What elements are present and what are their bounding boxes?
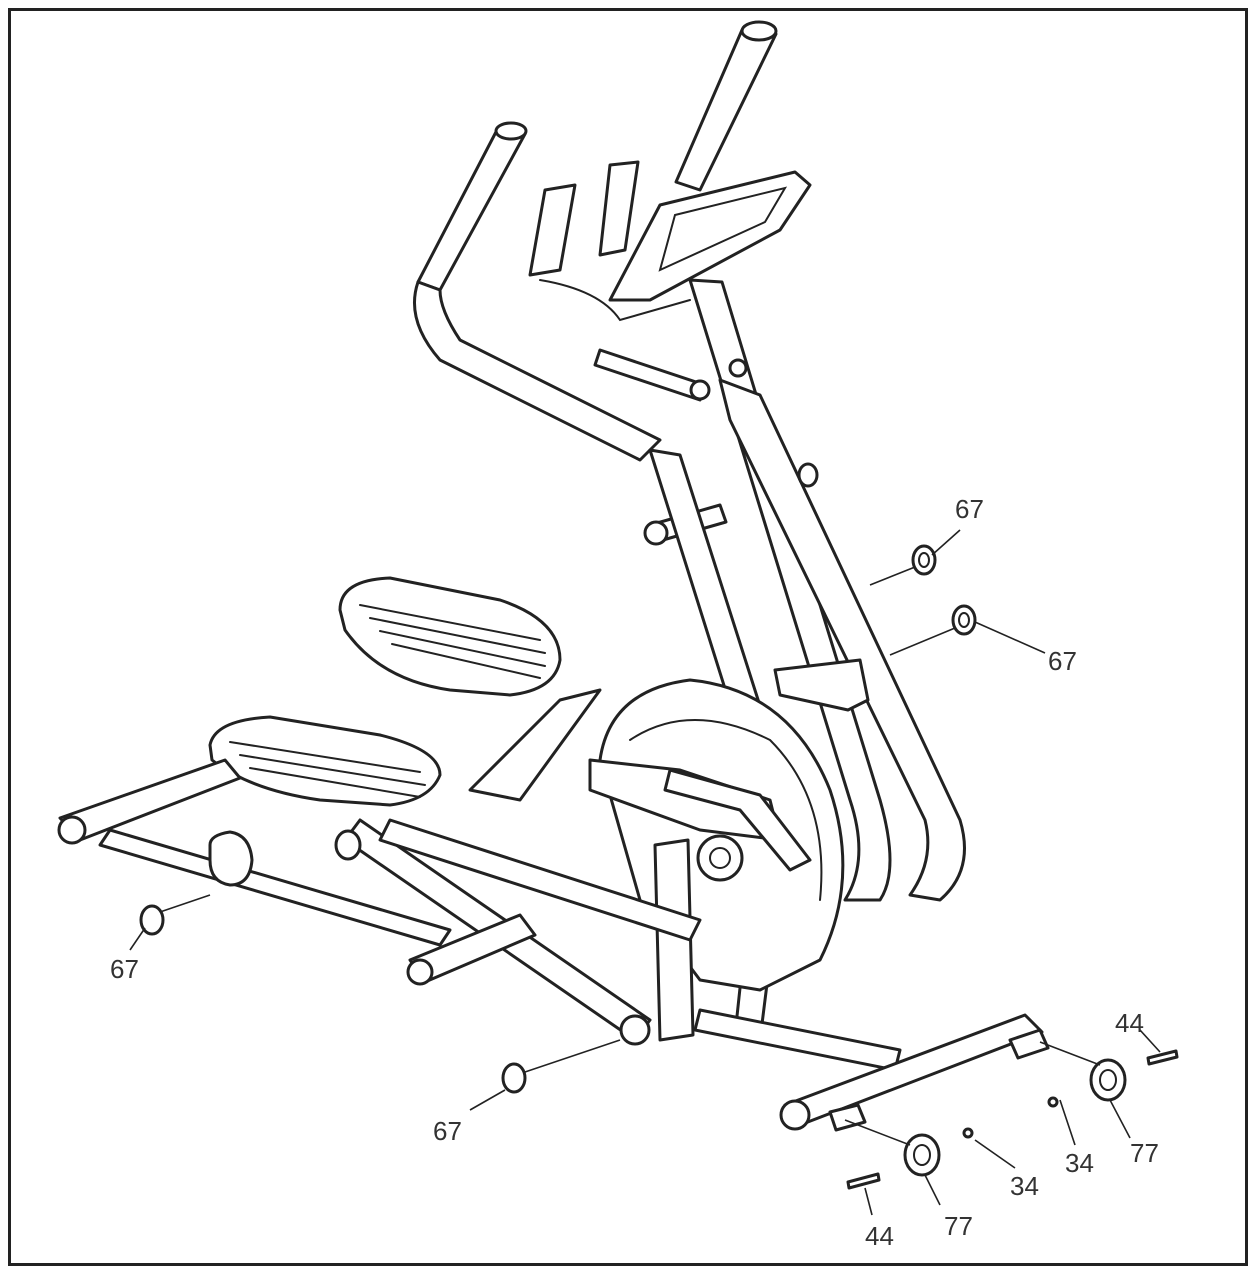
callout-67-d: 67 (433, 1116, 462, 1146)
pedal-upper (338, 576, 562, 697)
nut-34-left (962, 1127, 974, 1139)
callout-44-right: 44 (1115, 1008, 1144, 1038)
end-cap-67-d (501, 1062, 527, 1094)
handlebar-left (413, 121, 662, 462)
callout-67-a: 67 (955, 494, 984, 524)
callout-34-right: 34 (1065, 1148, 1094, 1178)
bolt-44-right (1146, 1049, 1179, 1066)
wheel-77-left (903, 1133, 941, 1177)
end-cap-67-b (951, 604, 977, 636)
handlebar-right (674, 20, 778, 192)
callout-67-c: 67 (110, 954, 139, 984)
end-cap-67-a (911, 544, 937, 576)
wheel-77-right (1089, 1058, 1127, 1102)
nut-34-right (1047, 1096, 1059, 1108)
crank-arm (653, 834, 744, 1042)
leader-lines (129, 529, 1161, 1216)
end-cap-67-c (139, 904, 165, 936)
pedal-rails (57, 688, 702, 1046)
console (528, 160, 812, 322)
callout-77-left: 77 (944, 1211, 973, 1241)
callout-44-left: 44 (865, 1221, 894, 1251)
callout-34-left: 34 (1010, 1171, 1039, 1201)
base-frame (693, 1008, 1050, 1132)
bolt-44-left (846, 1172, 881, 1190)
pedal-lower (208, 715, 442, 807)
callout-67-b: 67 (1048, 646, 1077, 676)
callout-77-right: 77 (1130, 1138, 1159, 1168)
